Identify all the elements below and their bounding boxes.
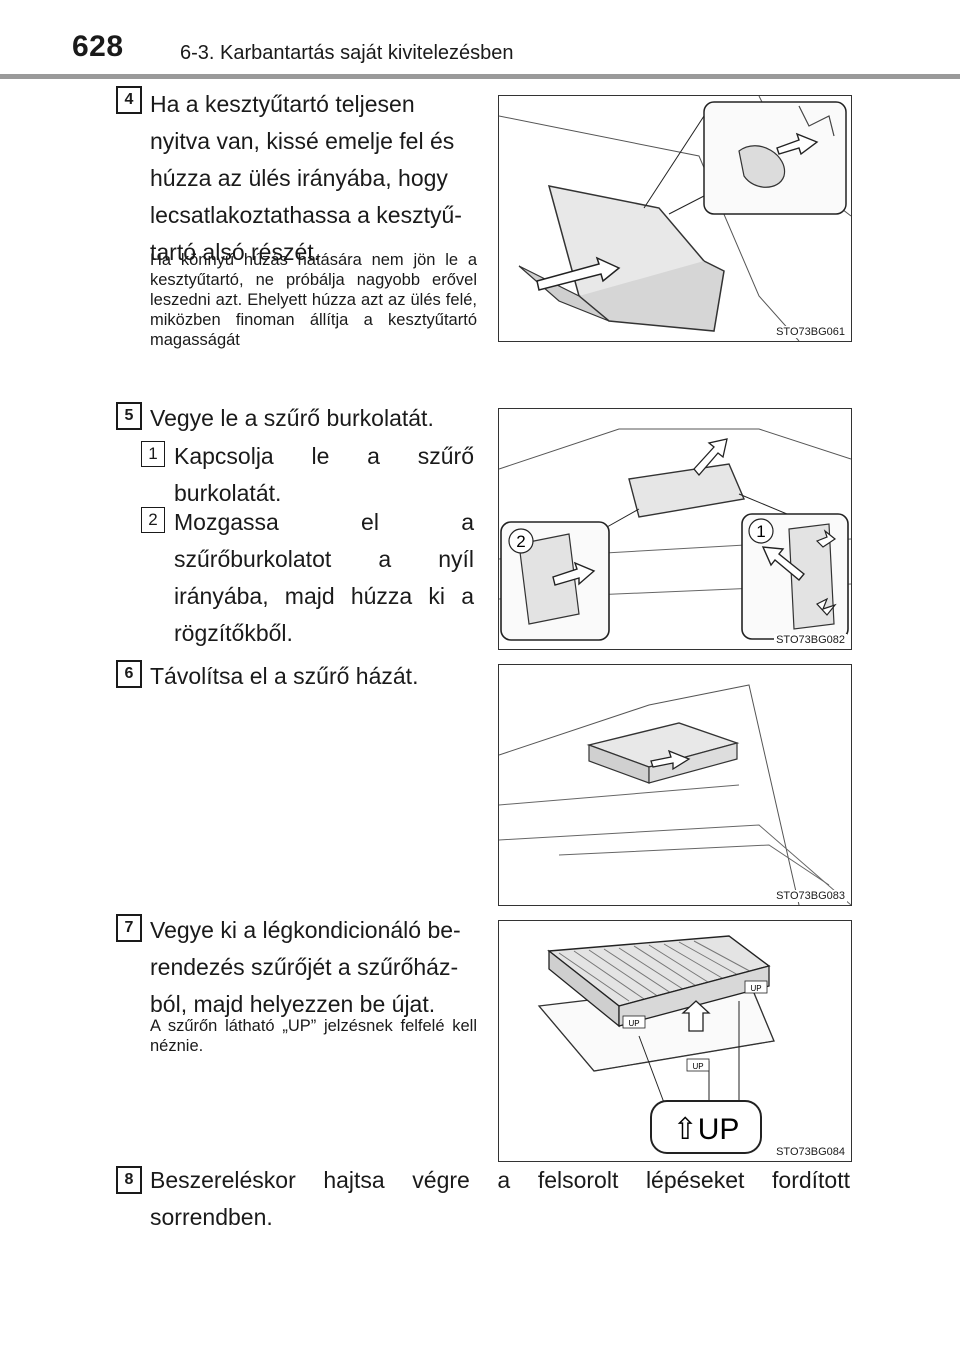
step-4-text: Ha a kesztyűtartó teljesen nyitva van, k… xyxy=(150,86,480,271)
section-title: 6-3. Karbantartás saját kivitelezésben xyxy=(180,42,514,64)
step-7-badge: 7 xyxy=(116,914,142,942)
step-4-note: Ha könnyű húzás hatására nem jön le a ke… xyxy=(150,251,477,349)
substep-2-badge: 2 xyxy=(141,507,165,533)
step-8-badge: 8 xyxy=(116,1166,142,1194)
figure-filter-case: STO73BG083 xyxy=(498,664,852,906)
header-rule xyxy=(0,74,960,79)
figure-code: STO73BG083 xyxy=(774,890,847,902)
glovebox-illustration xyxy=(499,96,851,341)
step-4-line: tartó alsó részét. xyxy=(150,239,321,265)
step-4-badge: 4 xyxy=(116,86,142,114)
up-mark-label: ⇧UP xyxy=(673,1113,740,1146)
figure-code: STO73BG084 xyxy=(774,1146,847,1158)
step-6-text: Távolítsa el a szűrő házát. xyxy=(150,663,419,689)
step-7-text: Vegye ki a légkondicionáló be- rendezés … xyxy=(150,912,480,1023)
figure-code: STO73BG082 xyxy=(774,634,847,646)
step-4-line: nyitva van, kissé emelje fel és xyxy=(150,128,455,154)
filter-cover-illustration: 2 1 xyxy=(499,428,851,641)
step-8-text: Beszereléskor hajtsa végre a felsorolt l… xyxy=(150,1167,850,1230)
callout-1-label: 1 xyxy=(756,522,765,541)
filter-up-mark: UP xyxy=(628,1019,639,1028)
callout-2-label: 2 xyxy=(516,532,525,551)
figure-glovebox: STO73BG061 xyxy=(498,95,852,342)
ac-filter-illustration: ⇧UP UP UP UP xyxy=(537,935,775,1154)
case-up-mark: UP xyxy=(692,1062,703,1071)
step-7-line: rendezés szűrőjét a szűrőház- xyxy=(150,954,459,980)
step-4-line: húzza az ülés irányába, hogy xyxy=(150,165,448,191)
step-5-badge: 5 xyxy=(116,402,142,430)
substep-1-badge: 1 xyxy=(141,441,165,467)
step-5-title: Vegye le a szűrő burkolatát. xyxy=(150,405,434,431)
step-6-badge: 6 xyxy=(116,660,142,688)
substep-2-text: Mozgassa el a szűrőburkolatot a nyíl irá… xyxy=(174,509,474,646)
step-4-line: lecsatlakoztathassa a kesztyű- xyxy=(150,202,462,228)
figure-filter-cover: 2 1 STO73BG082 xyxy=(498,408,852,650)
filter-case-illustration xyxy=(499,684,851,905)
step-7-line: ból, majd helyezzen be újat. xyxy=(150,991,436,1017)
step-4-line: Ha a kesztyűtartó teljesen xyxy=(150,91,415,117)
step-7-note: A szűrőn látható „UP” jelzésnek felfelé … xyxy=(150,1017,477,1055)
figure-ac-filter: ⇧UP UP UP UP STO73BG084 xyxy=(498,920,852,1162)
filter-up-mark: UP xyxy=(750,984,761,993)
figure-code: STO73BG061 xyxy=(774,326,847,338)
substep-1-text: Kapcsolja le a szűrő burkolatát. xyxy=(174,443,474,506)
page-header: 628 6-3. Karbantartás saját kivitelezésb… xyxy=(0,0,960,80)
step-7-line: Vegye ki a légkondicionáló be- xyxy=(150,917,461,943)
page-number: 628 xyxy=(72,30,124,63)
